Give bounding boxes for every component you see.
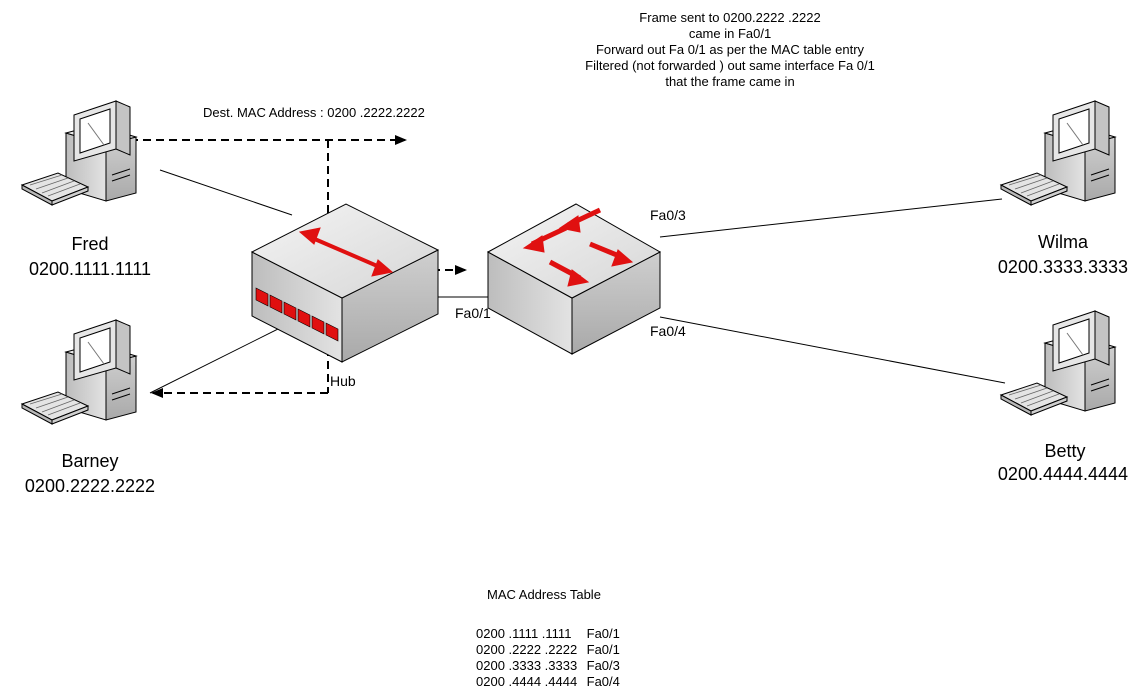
- mac-table-row: 0200 .3333 .3333 Fa0/3: [476, 658, 620, 674]
- note-line: Filtered (not forwarded ) out same inter…: [585, 58, 875, 73]
- wilma-mac: 0200.3333.3333: [997, 257, 1129, 277]
- mac-table-port: Fa0/1: [586, 626, 620, 641]
- barney-computer-icon: [21, 319, 137, 425]
- hub-device: [250, 203, 440, 363]
- fred-computer-icon: [21, 100, 137, 206]
- switch-arrows-icon: [522, 207, 634, 287]
- link-fred-hub: [159, 169, 293, 216]
- mac-table-address: 0200 .3333 .3333: [476, 658, 578, 673]
- port-fa03-label: Fa0/3: [650, 207, 686, 223]
- hub-arrow-icon: [298, 227, 394, 277]
- note-line: came in Fa0/1: [688, 26, 772, 41]
- mac-table-address: 0200 .1111 .1111: [476, 626, 572, 641]
- port-fa01-label: Fa0/1: [455, 305, 491, 321]
- betty-name: Betty: [1044, 441, 1086, 461]
- mac-table-port: Fa0/1: [586, 642, 620, 657]
- mac-table-row: 0200 .4444 .4444 Fa0/4: [476, 674, 620, 690]
- betty-mac: 0200.4444.4444: [997, 464, 1129, 484]
- switch-device: [486, 203, 662, 355]
- note-line: Frame sent to 0200.2222 .2222: [639, 10, 821, 25]
- hub-port-leds: [255, 287, 339, 342]
- link-barney-hub: [149, 321, 293, 394]
- betty-computer-icon: [1000, 310, 1116, 416]
- port-fa04-label: Fa0/4: [650, 323, 686, 339]
- wilma-name: Wilma: [1038, 232, 1088, 252]
- hub-label: Hub: [330, 373, 356, 389]
- forwarding-note: Frame sent to 0200.2222 .2222 came in Fa…: [560, 10, 900, 90]
- mac-table-address: 0200 .2222 .2222: [476, 642, 578, 657]
- mac-table-address: 0200 .4444 .4444: [476, 674, 578, 689]
- dest-mac-label: Dest. MAC Address : 0200 .2222.2222: [203, 105, 425, 120]
- fred-name: Fred: [71, 234, 109, 254]
- fred-mac: 0200.1111.1111: [28, 259, 152, 279]
- mac-table: 0200 .1111 .1111 Fa0/1 0200 .2222 .2222 …: [476, 626, 620, 690]
- mac-table-port: Fa0/4: [586, 674, 620, 689]
- mac-table-row: 0200 .2222 .2222 Fa0/1: [476, 642, 620, 658]
- link-switch-betty: [659, 316, 1006, 384]
- wilma-computer-icon: [1000, 100, 1116, 206]
- mac-table-title: MAC Address Table: [487, 587, 601, 602]
- mac-table-row: 0200 .1111 .1111 Fa0/1: [476, 626, 620, 642]
- barney-mac: 0200.2222.2222: [24, 476, 156, 496]
- note-line: Forward out Fa 0/1 as per the MAC table …: [595, 42, 865, 57]
- note-line: that the frame came in: [665, 74, 795, 89]
- barney-name: Barney: [61, 451, 119, 471]
- mac-table-port: Fa0/3: [586, 658, 620, 673]
- link-switch-wilma: [659, 198, 1003, 238]
